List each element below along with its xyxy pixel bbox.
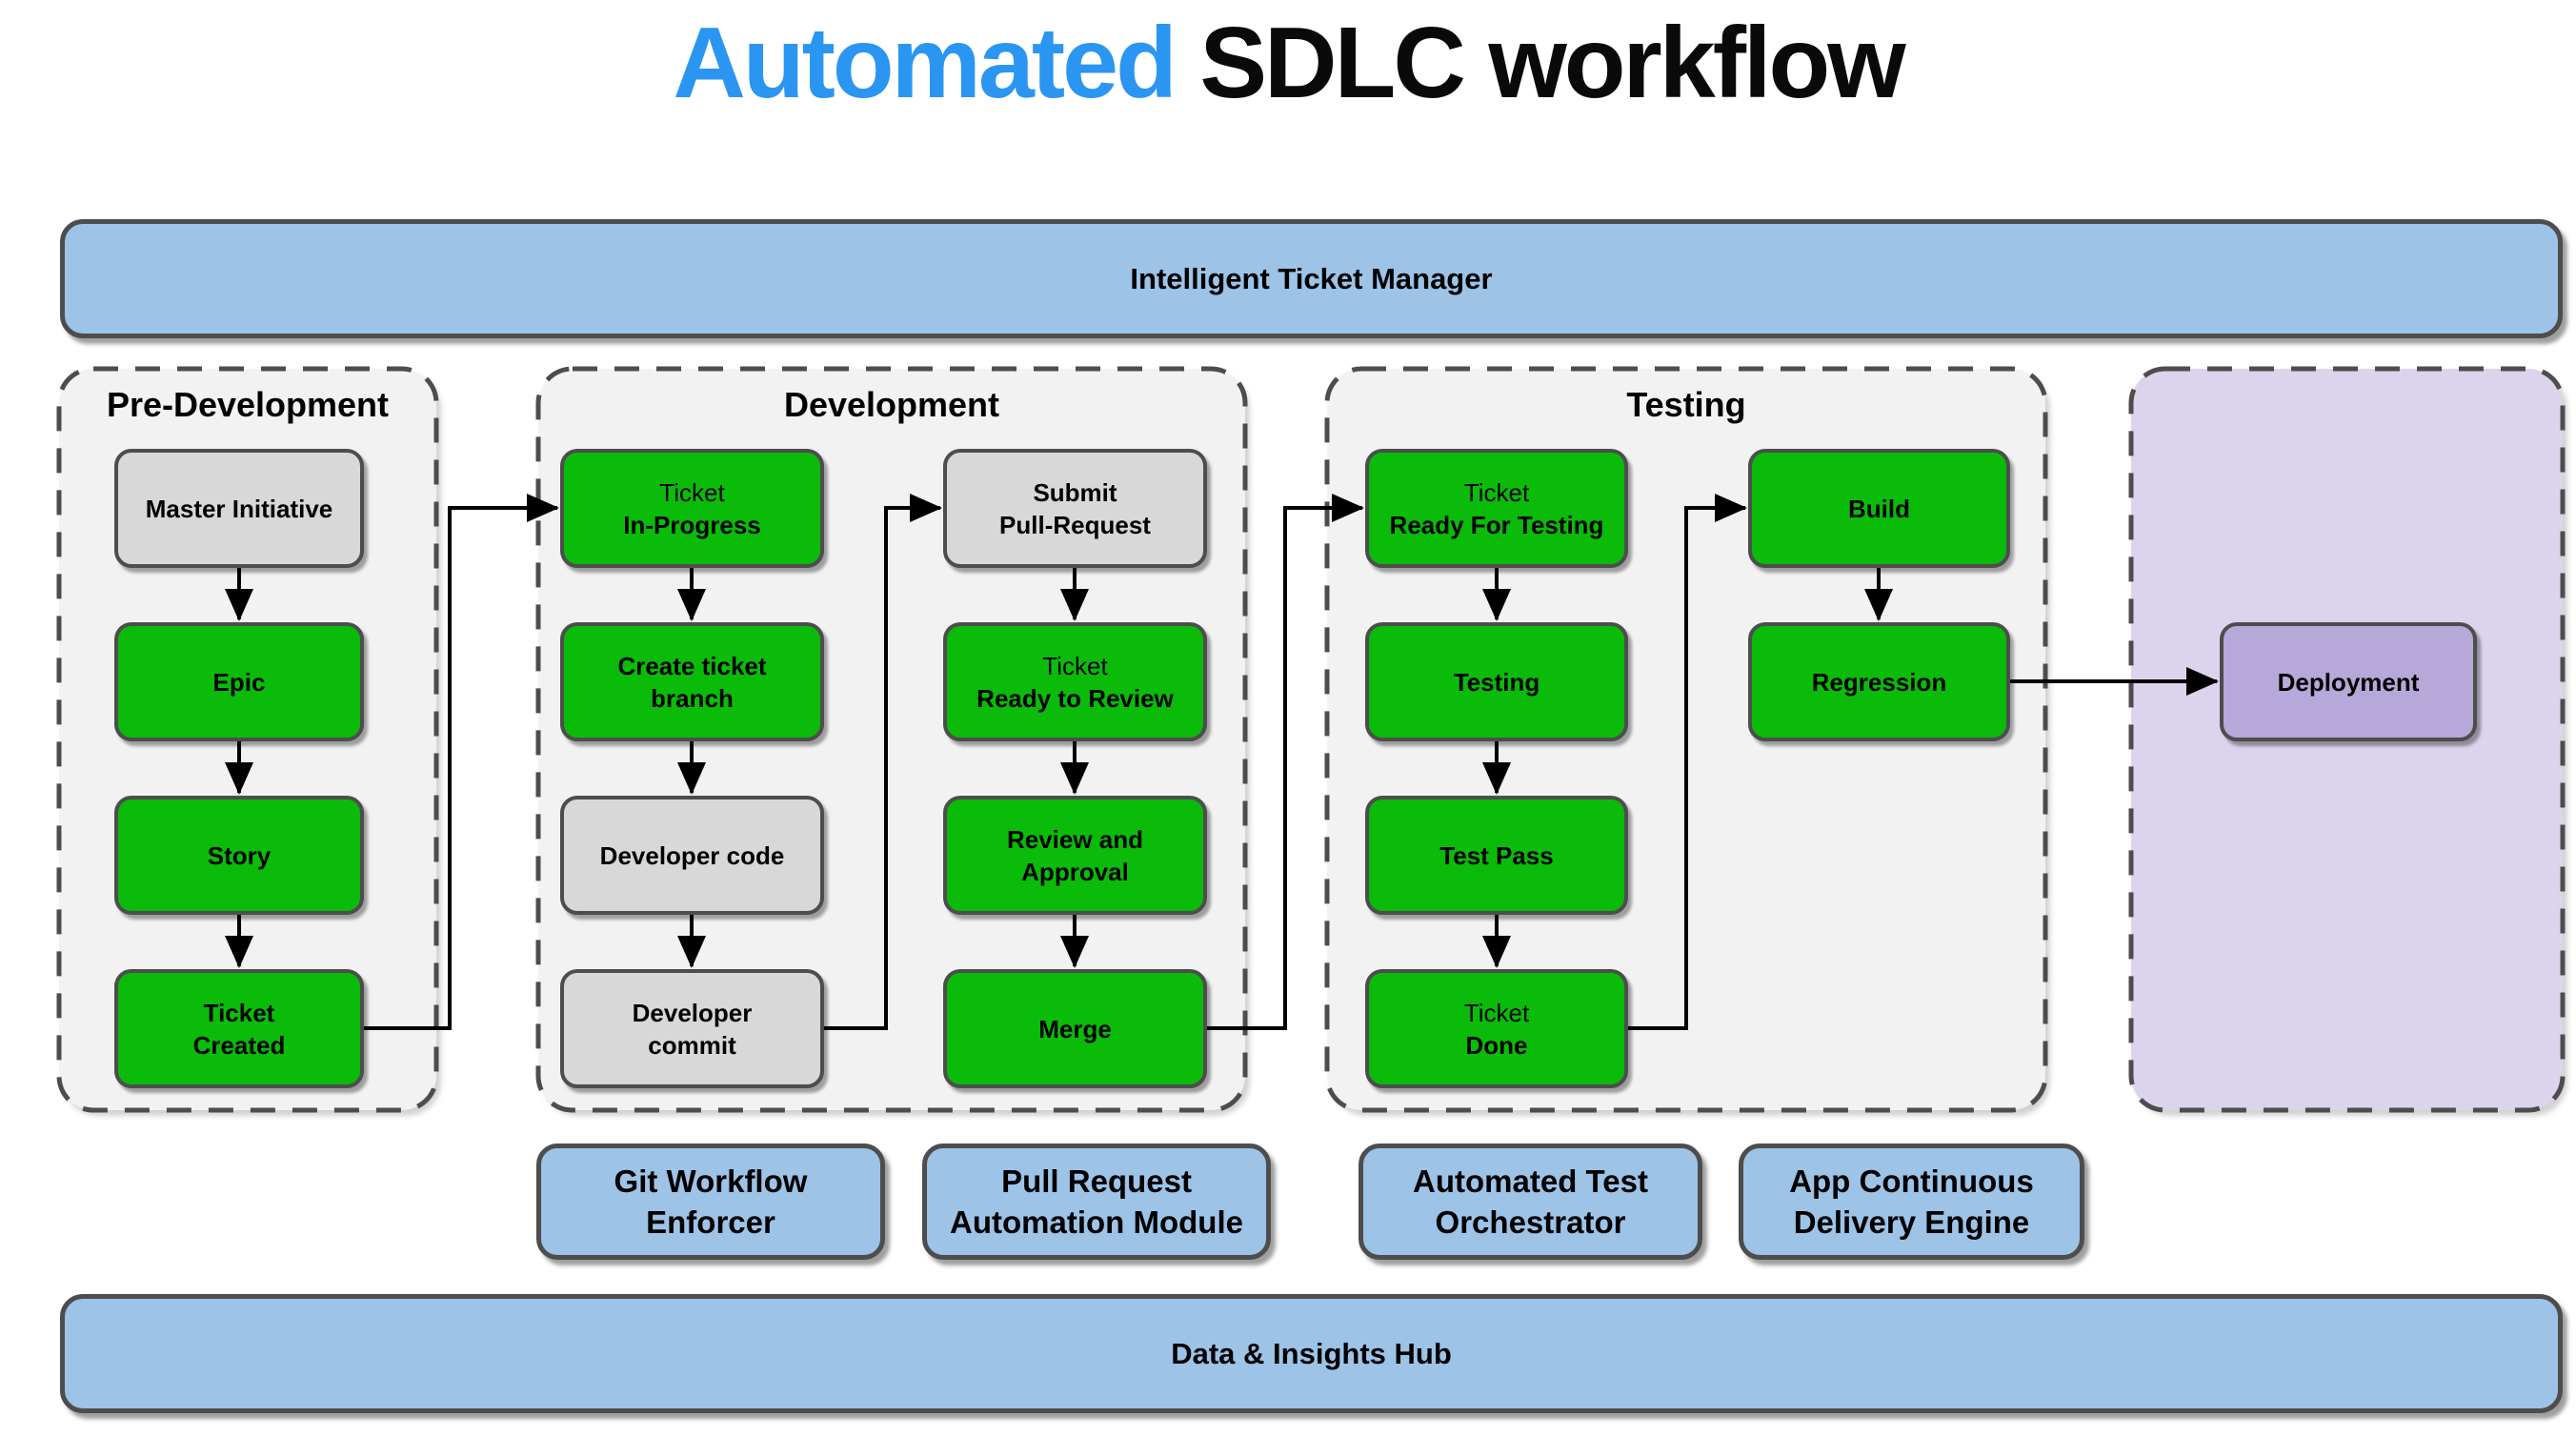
node-ticket-ready-for-testing: Ticket Ready For Testing — [1365, 449, 1628, 568]
node-label: Merge — [1038, 1014, 1112, 1043]
service-app-continuous-delivery-engine: App Continuous Delivery Engine — [1739, 1144, 2084, 1260]
node-label: Regression — [1811, 667, 1947, 697]
node-label: Epic — [212, 667, 266, 697]
node-label: Developer — [632, 998, 753, 1027]
intelligent-ticket-manager-bar: Intelligent Ticket Manager — [60, 219, 2563, 338]
node-label: Approval — [1021, 857, 1129, 886]
service-label: Automated Test — [1413, 1164, 1648, 1199]
service-pull-request-automation-module: Pull Request Automation Module — [922, 1144, 1271, 1260]
node-label: Test Pass — [1439, 840, 1554, 870]
data-insights-hub-label: Data & Insights Hub — [1171, 1336, 1452, 1370]
page-title: Automated SDLC workflow — [0, 2, 2576, 124]
section-title-testing: Testing — [1626, 385, 1746, 424]
node-label: Ready For Testing — [1389, 510, 1604, 539]
node-epic: Epic — [114, 622, 364, 741]
service-label: Delivery Engine — [1793, 1204, 2030, 1240]
node-label: Ready to Review — [976, 683, 1174, 713]
node-build: Build — [1748, 449, 2010, 568]
node-ticket-in-progress: Ticket In-Progress — [560, 449, 824, 568]
section-title-pre-development: Pre-Development — [106, 385, 390, 424]
arrow-ticket-done-build — [1628, 494, 1747, 1030]
node-label: Pull-Request — [999, 510, 1151, 539]
node-ticket-done: Ticket Done — [1365, 969, 1628, 1088]
page-title-accent: Automated — [673, 7, 1177, 119]
node-label: Create ticket — [617, 651, 767, 680]
section-title-development: Development — [783, 385, 1000, 424]
node-submit-pull-request: Submit Pull-Request — [943, 449, 1207, 568]
node-label: Testing — [1453, 667, 1540, 697]
node-label: branch — [651, 683, 734, 713]
development-border — [535, 366, 1248, 1113]
node-story: Story — [114, 796, 364, 915]
node-ticket-created: Ticket Created — [114, 969, 364, 1088]
node-label: Ticket — [1463, 477, 1530, 507]
node-label: Ticket — [203, 998, 275, 1027]
arrow-ticket-created-ticket-in-progress — [364, 494, 559, 1030]
node-label: Created — [192, 1030, 286, 1060]
node-ticket-ready-to-review: Ticket Ready to Review — [943, 622, 1207, 741]
service-label: Orchestrator — [1435, 1204, 1626, 1240]
page-title-rest: SDLC workflow — [1199, 7, 1905, 119]
node-label: Ticket — [659, 477, 725, 507]
node-review-and-approval: Review and Approval — [943, 796, 1207, 915]
arrow-merge-ready-for-testing — [1207, 494, 1364, 1030]
node-testing: Testing — [1365, 622, 1628, 741]
node-label: Ticket — [1463, 998, 1530, 1027]
service-label: Git Workflow — [614, 1164, 808, 1199]
node-create-ticket-branch: Create ticket branch — [560, 622, 824, 741]
arrow-developer-commit-submit-pr — [824, 494, 942, 1030]
node-label: Developer code — [599, 840, 785, 870]
node-label: Review and — [1006, 824, 1144, 854]
service-label: Enforcer — [646, 1204, 775, 1240]
node-label: In-Progress — [623, 510, 761, 539]
intelligent-ticket-manager-label: Intelligent Ticket Manager — [1130, 261, 1493, 295]
node-label: Deployment — [2277, 667, 2420, 697]
service-label: Pull Request — [1001, 1164, 1192, 1199]
node-label: Build — [1848, 494, 1910, 523]
node-label: Master Initiative — [145, 494, 333, 523]
node-regression: Regression — [1748, 622, 2010, 741]
node-label: commit — [648, 1030, 736, 1060]
node-label: Story — [207, 840, 272, 870]
node-master-initiative: Master Initiative — [114, 449, 364, 568]
service-automated-test-orchestrator: Automated Test Orchestrator — [1358, 1144, 1702, 1260]
deployment-border — [2128, 366, 2566, 1113]
node-label: Submit — [1033, 477, 1117, 507]
node-label: Done — [1465, 1030, 1528, 1060]
service-git-workflow-enforcer: Git Workflow Enforcer — [536, 1144, 885, 1260]
node-developer-code: Developer code — [560, 796, 824, 915]
node-developer-commit: Developer commit — [560, 969, 824, 1088]
service-label: Automation Module — [950, 1204, 1243, 1240]
node-merge: Merge — [943, 969, 1207, 1088]
data-insights-hub-bar: Data & Insights Hub — [60, 1294, 2563, 1413]
service-label: App Continuous — [1789, 1164, 2034, 1199]
node-test-pass: Test Pass — [1365, 796, 1628, 915]
node-label: Ticket — [1042, 651, 1108, 680]
node-deployment: Deployment — [2220, 622, 2477, 741]
